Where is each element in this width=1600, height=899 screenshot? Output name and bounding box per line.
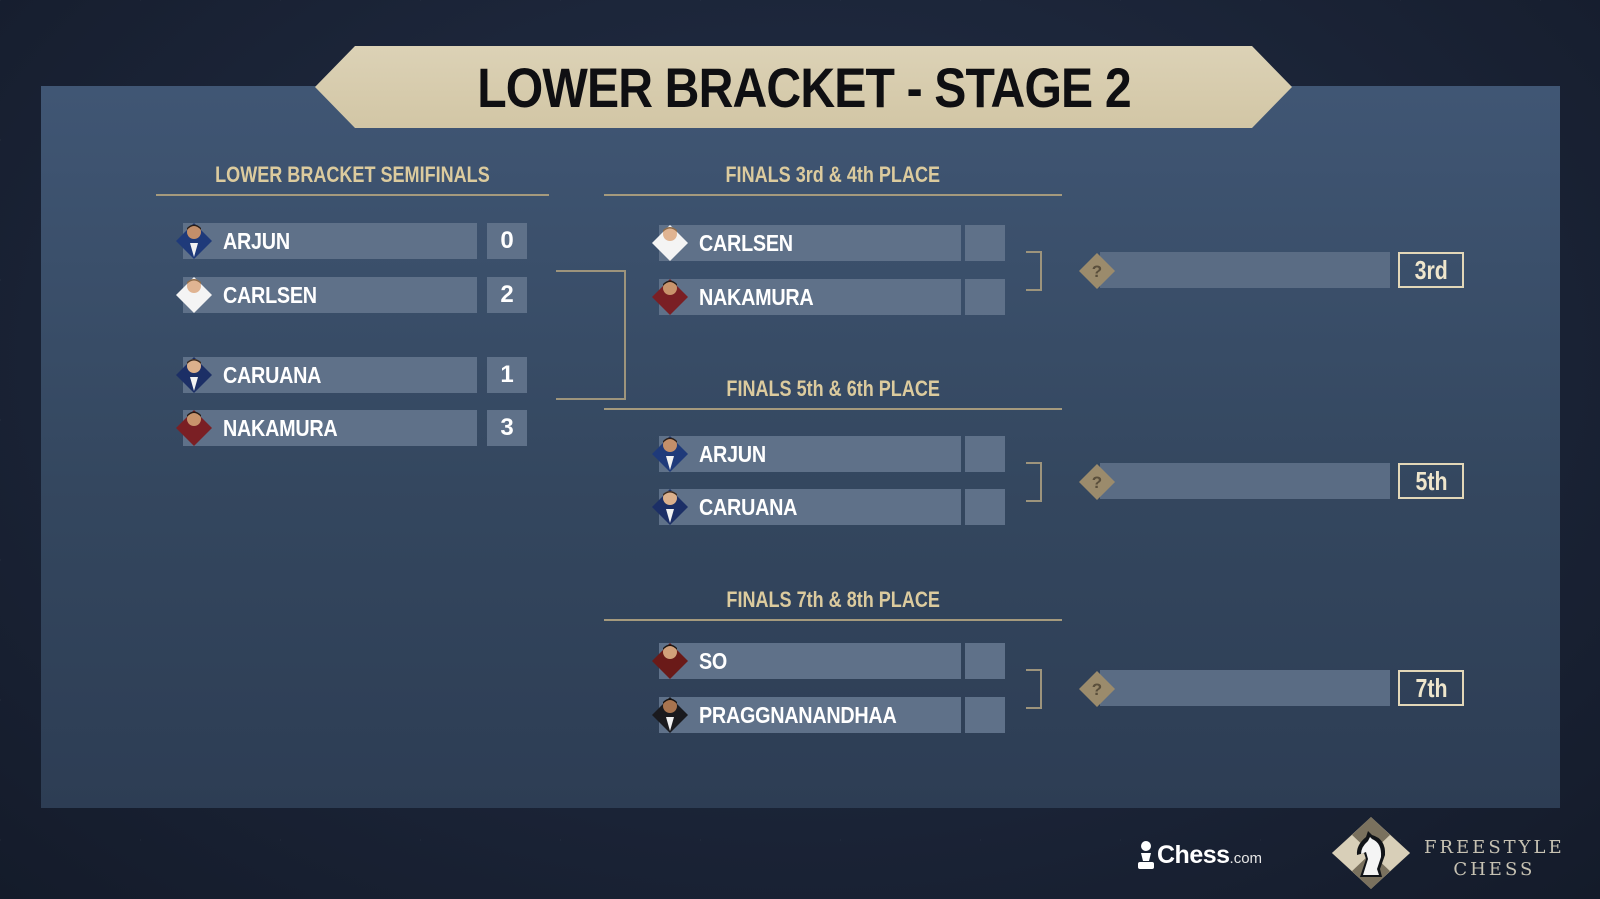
place-badge: 3rd bbox=[1398, 252, 1464, 288]
freestyle-wordmark: FREESTYLE CHESS bbox=[1424, 837, 1565, 881]
player-name: SO bbox=[699, 647, 728, 674]
final-row: CARLSEN bbox=[651, 225, 1005, 261]
score-box bbox=[965, 279, 1005, 315]
player-bar: CARLSEN bbox=[659, 225, 961, 261]
player-bar: NAKAMURA bbox=[659, 279, 961, 315]
score-box bbox=[965, 643, 1005, 679]
score-box bbox=[965, 697, 1005, 733]
chesscom-suffix: .com bbox=[1229, 849, 1263, 867]
player-avatar-icon bbox=[652, 436, 688, 472]
semifinal-row: CARLSEN 2 bbox=[175, 277, 527, 313]
result-bar bbox=[1100, 670, 1390, 706]
place-label: 3rd bbox=[1414, 254, 1448, 285]
player-score: 2 bbox=[500, 281, 514, 308]
player-avatar-icon bbox=[176, 410, 212, 446]
result-bar bbox=[1100, 252, 1390, 288]
player-score: 1 bbox=[500, 361, 514, 388]
score-box: 3 bbox=[487, 410, 527, 446]
player-avatar-icon bbox=[176, 277, 212, 313]
score-box: 0 bbox=[487, 223, 527, 259]
player-avatar-icon bbox=[652, 697, 688, 733]
final-connector bbox=[1026, 669, 1042, 709]
player-name: CARLSEN bbox=[699, 229, 793, 256]
finals-5-6-header-label: FINALS 5th & 6th PLACE bbox=[726, 376, 940, 401]
player-name: CARUANA bbox=[223, 361, 322, 388]
semifinal-row: CARUANA 1 bbox=[175, 357, 527, 393]
player-avatar-icon bbox=[652, 225, 688, 261]
semifinals-header-label: LOWER BRACKET SEMIFINALS bbox=[215, 162, 490, 187]
player-score: 0 bbox=[500, 227, 514, 254]
player-name: ARJUN bbox=[699, 440, 766, 467]
player-avatar-icon bbox=[176, 357, 212, 393]
score-box: 1 bbox=[487, 357, 527, 393]
final-row: SO bbox=[651, 643, 1005, 679]
final-row: NAKAMURA bbox=[651, 279, 1005, 315]
player-name: PRAGGNANANDHAA bbox=[699, 701, 897, 728]
winner-placeholder: ? bbox=[1092, 680, 1102, 699]
unknown-winner-icon: ? bbox=[1079, 253, 1115, 289]
player-bar: SO bbox=[659, 643, 961, 679]
semifinals-header: LOWER BRACKET SEMIFINALS bbox=[156, 156, 549, 196]
final-connector bbox=[1026, 462, 1042, 502]
player-bar: ARJUN bbox=[183, 223, 477, 259]
freestyle-line1: FREESTYLE bbox=[1424, 837, 1565, 858]
place-badge: 7th bbox=[1398, 670, 1464, 706]
player-bar: NAKAMURA bbox=[183, 410, 477, 446]
finals-7-8-header-label: FINALS 7th & 8th PLACE bbox=[726, 587, 940, 612]
unknown-winner-icon: ? bbox=[1079, 671, 1115, 707]
place-label: 5th bbox=[1415, 465, 1447, 496]
score-box bbox=[965, 489, 1005, 525]
final-row: CARUANA bbox=[651, 489, 1005, 525]
finals-7-8-header: FINALS 7th & 8th PLACE bbox=[604, 581, 1062, 621]
player-avatar-icon bbox=[176, 223, 212, 259]
player-bar: CARUANA bbox=[659, 489, 961, 525]
player-name: ARJUN bbox=[223, 227, 290, 254]
place-badge: 5th bbox=[1398, 463, 1464, 499]
semifinal-row: NAKAMURA 3 bbox=[175, 410, 527, 446]
finals-3-4-header: FINALS 3rd & 4th PLACE bbox=[604, 156, 1062, 196]
winner-placeholder: ? bbox=[1092, 473, 1102, 492]
player-avatar-icon bbox=[652, 279, 688, 315]
chesscom-logo: Chess .com bbox=[1135, 835, 1262, 875]
title-banner: LOWER BRACKET - STAGE 2 bbox=[315, 46, 1292, 128]
pawn-icon bbox=[1138, 841, 1154, 869]
player-name: CARLSEN bbox=[223, 281, 317, 308]
unknown-winner-icon: ? bbox=[1079, 464, 1115, 500]
player-bar: CARLSEN bbox=[183, 277, 477, 313]
player-bar: ARJUN bbox=[659, 436, 961, 472]
semifinal-connector bbox=[556, 270, 626, 400]
player-avatar-icon bbox=[652, 489, 688, 525]
page-title: LOWER BRACKET - STAGE 2 bbox=[476, 55, 1131, 119]
result-row: ? 7th bbox=[1078, 670, 1468, 707]
player-name: NAKAMURA bbox=[699, 283, 814, 310]
freestyle-chess-logo: FREESTYLE CHESS bbox=[1330, 815, 1580, 891]
player-score: 3 bbox=[500, 414, 514, 441]
player-avatar-icon bbox=[652, 643, 688, 679]
place-label: 7th bbox=[1415, 672, 1447, 703]
final-row: PRAGGNANANDHAA bbox=[651, 697, 1005, 733]
chesscom-wordmark: Chess bbox=[1157, 840, 1230, 869]
score-box bbox=[965, 436, 1005, 472]
freestyle-line2: CHESS bbox=[1453, 859, 1536, 880]
score-box bbox=[965, 225, 1005, 261]
player-name: NAKAMURA bbox=[223, 414, 338, 441]
winner-placeholder: ? bbox=[1092, 262, 1102, 281]
score-box: 2 bbox=[487, 277, 527, 313]
finals-3-4-header-label: FINALS 3rd & 4th PLACE bbox=[725, 162, 941, 187]
result-row: ? 3rd bbox=[1078, 252, 1468, 289]
chessboard-knight-icon bbox=[1332, 817, 1410, 889]
result-bar bbox=[1100, 463, 1390, 499]
final-row: ARJUN bbox=[651, 436, 1005, 472]
player-name: CARUANA bbox=[699, 493, 798, 520]
semifinal-row: ARJUN 0 bbox=[175, 223, 527, 259]
player-bar: CARUANA bbox=[183, 357, 477, 393]
player-bar: PRAGGNANANDHAA bbox=[659, 697, 961, 733]
result-row: ? 5th bbox=[1078, 463, 1468, 500]
final-connector bbox=[1026, 251, 1042, 291]
finals-5-6-header: FINALS 5th & 6th PLACE bbox=[604, 370, 1062, 410]
